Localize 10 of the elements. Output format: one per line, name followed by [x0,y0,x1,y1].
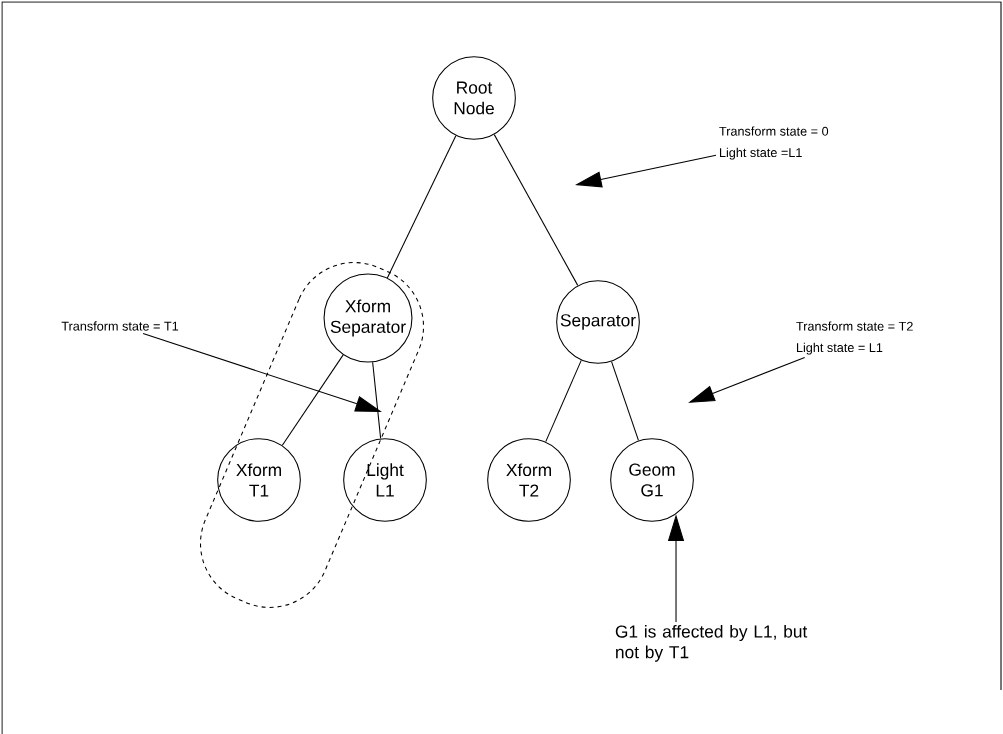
annotation-text: Transform state = 0 Light state =L1 [719,126,829,160]
connector-line [281,354,344,446]
connector-line [545,359,582,443]
connector-line [493,134,579,286]
connector-line [386,135,457,279]
annotation-text: Transform state = T1 [61,321,179,331]
annotation-text: Transform state = T2 Light state = L1 [796,321,913,355]
connector-line [611,361,639,441]
note-text: G1 is affected by L1, but not by T1 [615,624,808,662]
connector-line [372,361,382,439]
